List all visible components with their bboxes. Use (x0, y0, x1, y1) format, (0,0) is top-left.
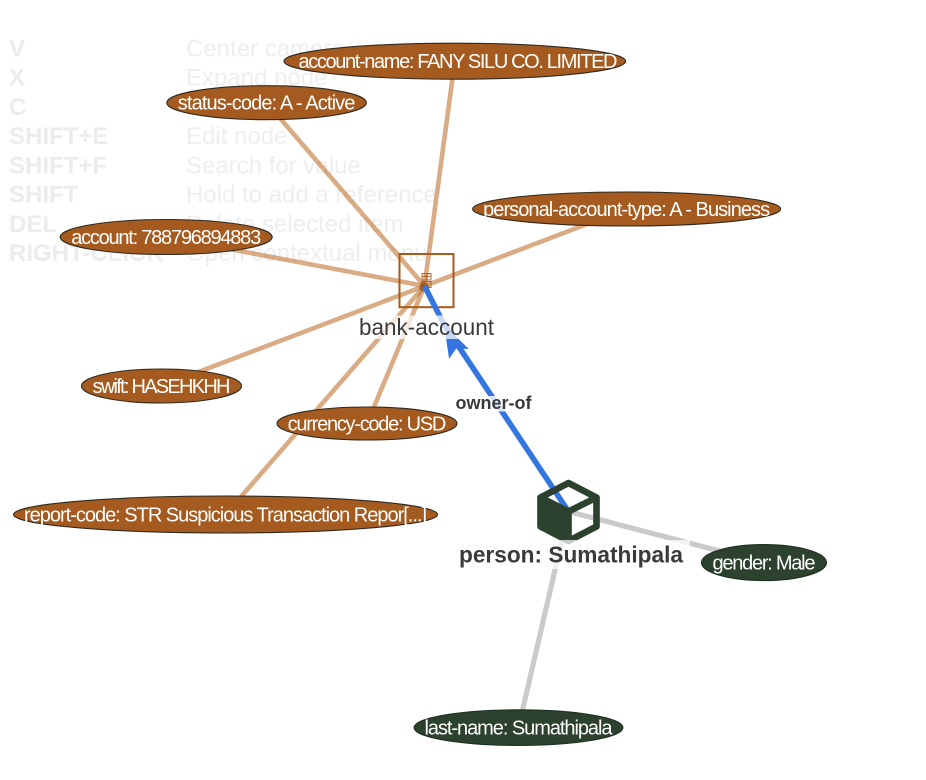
svg-text:SHIFT+E: SHIFT+E (9, 123, 108, 150)
svg-text:status-code: A - Active: status-code: A - Active (178, 93, 356, 115)
svg-text:Hold to add a reference: Hold to add a reference (186, 182, 437, 209)
svg-text:gender: Male: gender: Male (713, 552, 816, 574)
svg-text:bank-account: bank-account (359, 314, 495, 340)
svg-text:X: X (9, 65, 25, 92)
svg-text:DEL: DEL (9, 211, 57, 238)
svg-text:Search for value: Search for value (186, 153, 361, 180)
svg-text:V: V (9, 36, 25, 63)
svg-text:account: 788796894883: account: 788796894883 (71, 227, 261, 249)
svg-text:report-code: STR Suspicious Tr: report-code: STR Suspicious Transaction … (24, 504, 427, 526)
svg-text:C: C (9, 94, 26, 121)
svg-text:currency-code: USD: currency-code: USD (288, 413, 447, 435)
svg-text:account-name: FANY SILU CO. LI: account-name: FANY SILU CO. LIMITED (299, 51, 618, 73)
svg-text:SHIFT: SHIFT (9, 182, 79, 209)
svg-text:personal-account-type: A - Bus: personal-account-type: A - Business (483, 199, 770, 221)
svg-text:owner-of: owner-of (456, 393, 533, 413)
svg-text:swift: HASEHKHH: swift: HASEHKHH (93, 376, 231, 398)
svg-text:Edit node: Edit node (186, 123, 287, 150)
svg-text:SHIFT+F: SHIFT+F (9, 153, 107, 180)
svg-text:last-name: Sumathipala: last-name: Sumathipala (425, 717, 614, 739)
svg-text:person: Sumathipala: person: Sumathipala (459, 542, 683, 568)
